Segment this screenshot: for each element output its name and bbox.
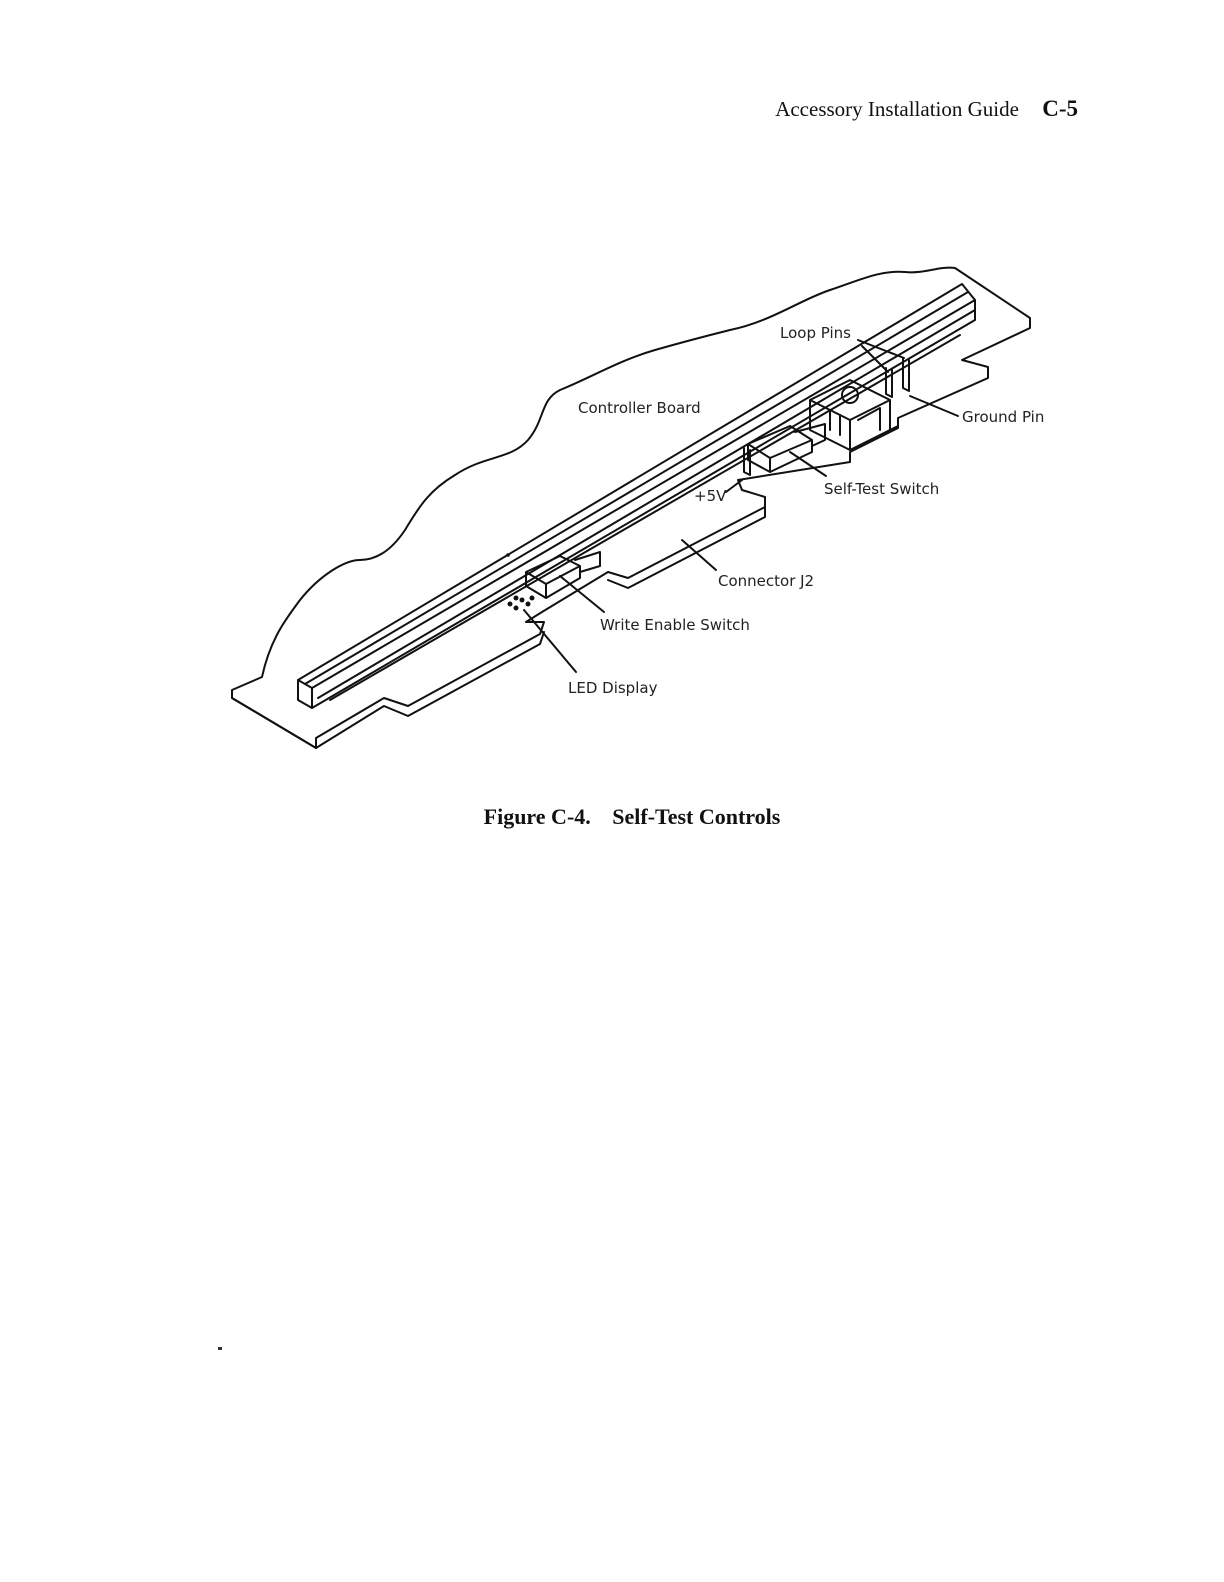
self-test-switch-label: Self-Test Switch — [824, 480, 939, 498]
write-enable-switch-label: Write Enable Switch — [600, 616, 750, 634]
self-test-switch-shape — [748, 426, 812, 472]
loop-pins-shape — [886, 358, 909, 397]
page-speck — [218, 1347, 222, 1350]
led-display-label: LED Display — [568, 679, 658, 697]
connector-j2-label: Connector J2 — [718, 572, 814, 590]
figure-caption: Figure C-4. Self-Test Controls — [0, 804, 1224, 830]
figure-number: Figure C-4. — [484, 804, 591, 829]
controller-board-outline — [232, 268, 1030, 748]
ground-pin-label: Ground Pin — [962, 408, 1044, 426]
controller-board-label: Controller Board — [578, 399, 701, 417]
figure-title: Self-Test Controls — [612, 804, 780, 829]
plus-5v-label: +5V — [694, 487, 727, 505]
loop-pins-label: Loop Pins — [780, 324, 851, 342]
write-enable-switch-shape — [526, 556, 580, 598]
